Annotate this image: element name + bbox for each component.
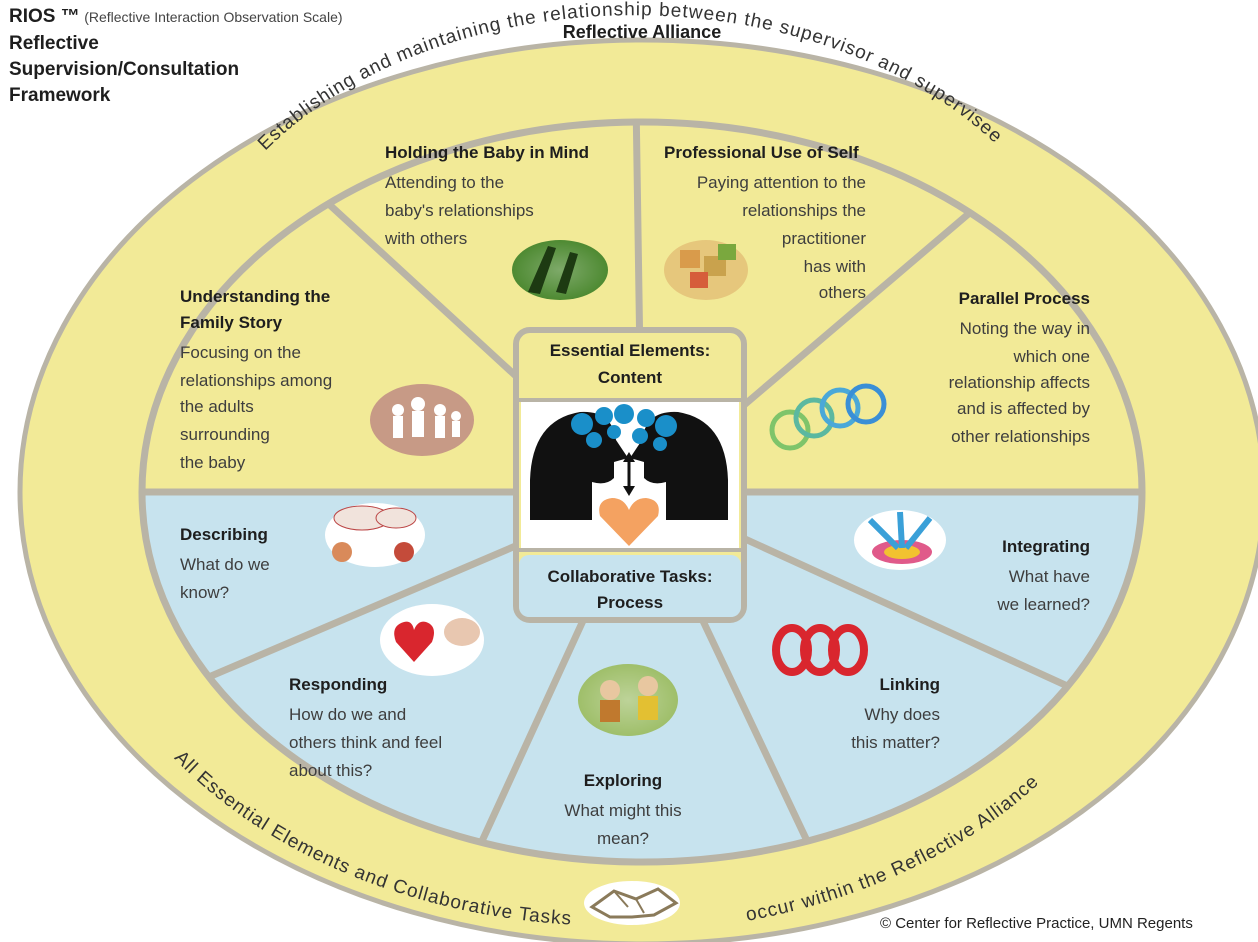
sector-text: others [819, 283, 866, 302]
sector-text: with others [384, 229, 467, 248]
sector-title: Family Story [180, 313, 283, 332]
sector-text: about this? [289, 761, 372, 780]
chain-links-icon [772, 624, 868, 676]
handshake-icon [584, 881, 680, 925]
children-exploring-image [578, 664, 678, 736]
sector-text: surrounding [180, 425, 270, 444]
sector-text: know? [180, 583, 229, 602]
sector-text: How do we and [289, 705, 406, 724]
sector-text: Attending to the [385, 173, 504, 192]
framework-title-line2: Supervision/Consultation [9, 59, 240, 80]
sector-title: Describing [180, 525, 268, 544]
sector-professional-use: Professional Use of Self Paying attentio… [664, 143, 866, 302]
sector-text: has with [804, 257, 866, 276]
copyright-text: © Center for Reflective Practice, UMN Re… [880, 915, 1193, 932]
sector-title: Understanding the [180, 287, 330, 306]
sector-holding-baby: Holding the Baby in Mind Attending to th… [384, 143, 608, 300]
sector-text: and is affected by [957, 399, 1090, 418]
framework-title-line3: Framework [9, 85, 111, 106]
sector-text: relationships among [180, 371, 332, 390]
sector-parallel-process: Parallel Process Noting the way in which… [769, 289, 1090, 451]
sector-exploring: Exploring What might this mean? [564, 664, 682, 848]
sector-text: What do we [180, 555, 270, 574]
collaborative-tasks-label: Collaborative Tasks: [547, 567, 712, 586]
paper-family-image [370, 384, 474, 456]
sector-title: Integrating [1002, 537, 1090, 556]
heads-icon [530, 404, 728, 546]
sector-linking: Linking Why does this matter? [772, 624, 940, 752]
rios-label: RIOS ™ [9, 6, 80, 27]
baby-silhouette-image [512, 240, 608, 300]
sector-text: others think and feel [289, 733, 442, 752]
sector-title: Holding the Baby in Mind [385, 143, 589, 162]
heart-brain-image [380, 604, 484, 676]
puzzle-image [664, 240, 748, 300]
sector-responding: Responding How do we and others think an… [289, 604, 484, 780]
framework-title-block: RIOS ™ (Reflective Interaction Observati… [9, 4, 343, 109]
sector-title: Exploring [584, 771, 662, 790]
sector-integrating: Integrating What have we learned? [854, 510, 1090, 614]
sector-text: baby's relationships [385, 201, 534, 220]
sector-title: Linking [880, 675, 940, 694]
essential-elements-label: Essential Elements: [550, 341, 711, 360]
inner-ellipse-border [138, 118, 1146, 866]
interlocking-rings-icon [769, 383, 887, 451]
sector-text: What have [1009, 567, 1090, 586]
rios-subtitle: (Reflective Interaction Observation Scal… [84, 9, 343, 25]
sector-text: this matter? [851, 733, 940, 752]
speech-bubbles-image [325, 503, 425, 567]
sector-text: other relationships [951, 427, 1090, 446]
sector-text: which one [1012, 347, 1090, 366]
paint-swirl-image [854, 510, 946, 570]
framework-title-line1: Reflective [9, 33, 99, 54]
sector-describing: Describing What do we know? [180, 503, 425, 602]
sector-text: the adults [180, 397, 254, 416]
sector-text: mean? [597, 829, 649, 848]
sector-text: we learned? [996, 595, 1090, 614]
reflective-alliance-heading: Reflective Alliance [563, 22, 721, 42]
sector-text: Noting the way in [960, 319, 1090, 338]
process-label: Process [597, 593, 663, 612]
center-box [513, 327, 747, 623]
sector-text: practitioner [782, 229, 866, 248]
sector-title: Responding [289, 675, 387, 694]
sector-title: Parallel Process [959, 289, 1090, 308]
sector-family-story: Understanding the Family Story Focusing … [180, 287, 474, 472]
sector-text: Why does [864, 705, 940, 724]
sector-text: Focusing on the [180, 343, 301, 362]
sector-title: Professional Use of Self [664, 143, 859, 162]
sector-text: relationship affects [949, 373, 1090, 392]
sector-text: relationships the [742, 201, 866, 220]
content-label: Content [598, 368, 663, 387]
sector-text: the baby [180, 453, 246, 472]
sector-text: Paying attention to the [697, 173, 866, 192]
sector-text: What might this [564, 801, 681, 820]
